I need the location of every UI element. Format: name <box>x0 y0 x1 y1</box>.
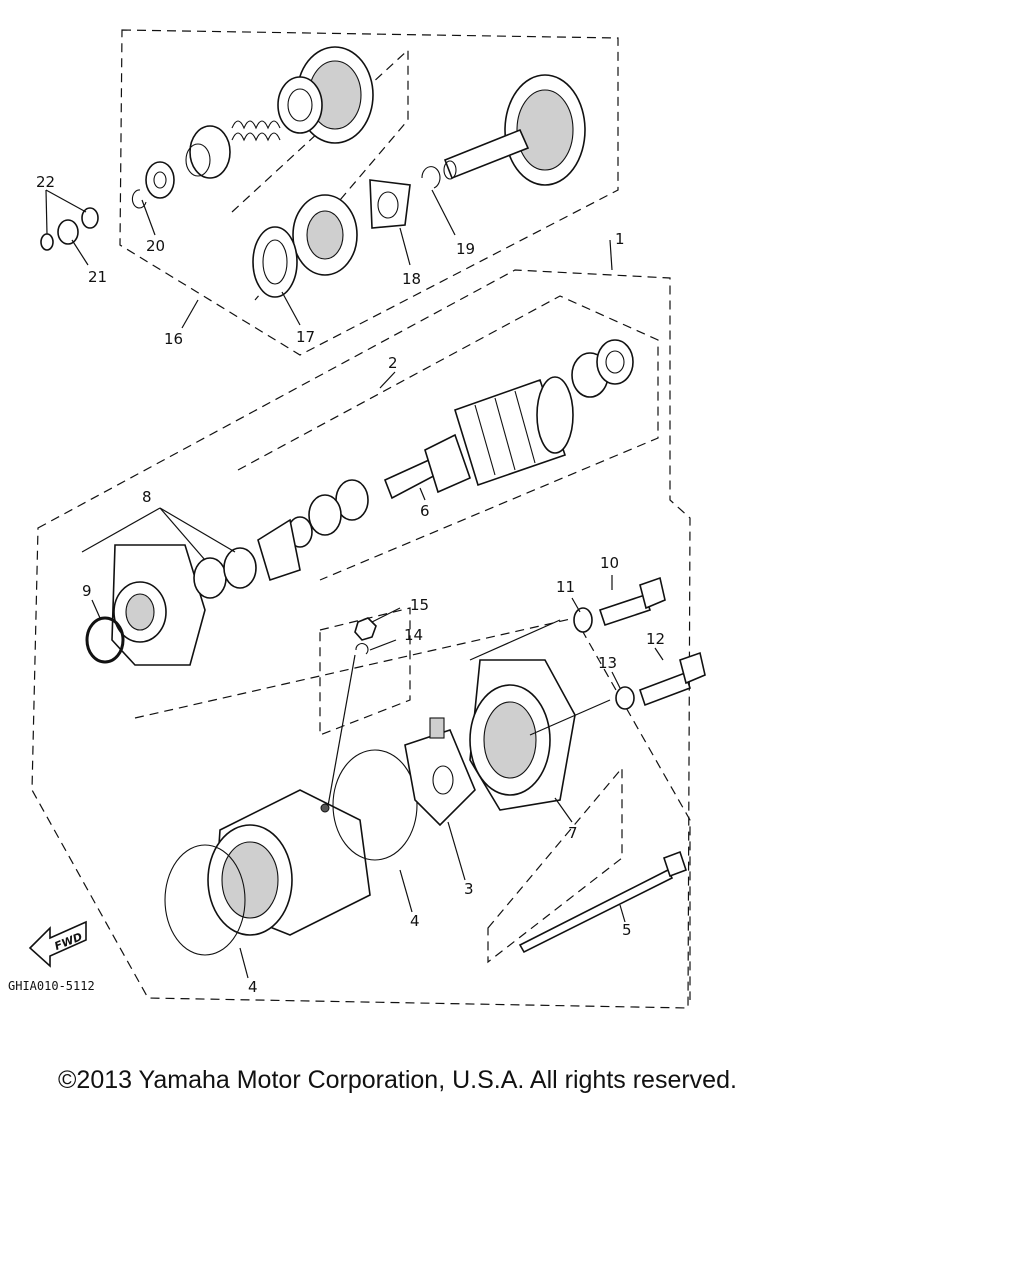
callout-16: 16 <box>164 330 183 348</box>
fwd-arrow-icon: FWD <box>28 920 87 968</box>
callout-8: 8 <box>142 488 152 506</box>
callout-13: 13 <box>598 654 617 672</box>
group-outline-1 <box>31 269 691 1009</box>
callout-2: 2 <box>388 354 398 372</box>
ring-gear <box>292 194 358 276</box>
callout-17: 17 <box>296 328 315 346</box>
callout-4-rear: 4 <box>410 912 420 930</box>
spring <box>231 120 281 142</box>
callout-7: 7 <box>568 824 578 842</box>
washer-11 <box>573 607 593 633</box>
callout-3: 3 <box>464 880 474 898</box>
pinion-gear <box>277 46 374 144</box>
fwd-label: FWD <box>53 930 85 953</box>
callout-14: 14 <box>404 626 423 644</box>
callout-6: 6 <box>420 502 430 520</box>
callout-15: 15 <box>410 596 429 614</box>
yoke <box>207 789 371 936</box>
brush-holder <box>404 717 476 827</box>
group-outline-16 <box>119 29 619 356</box>
o-ring-4-front <box>164 844 246 956</box>
exploded-parts-diagram: 1 2 3 4 4 5 6 7 8 9 10 11 12 13 14 15 16… <box>8 29 706 1009</box>
washer-14 <box>355 643 369 655</box>
callout-10: 10 <box>600 554 619 572</box>
bolt-10 <box>598 576 666 627</box>
diagram-reference-code: GHIA010-5112 <box>8 979 95 993</box>
callout-9: 9 <box>82 582 92 600</box>
drive-collar <box>185 125 231 179</box>
armature <box>383 376 574 500</box>
o-ring-9 <box>85 616 125 664</box>
callout-4-front: 4 <box>248 978 258 996</box>
callout-5: 5 <box>622 921 632 939</box>
washer-13 <box>615 686 635 710</box>
bearing-plate-18 <box>369 179 411 229</box>
callout-11: 11 <box>556 578 575 596</box>
group-outline-14 <box>319 607 411 736</box>
washers-armature-rear <box>571 339 634 398</box>
nut-spring-washer-21-22 <box>40 207 99 251</box>
leader-lines <box>45 189 664 979</box>
o-ring-4-rear <box>332 749 418 861</box>
callout-21: 21 <box>88 268 107 286</box>
group-outline-inner <box>134 617 691 1000</box>
callout-18: 18 <box>402 270 421 288</box>
thrust-washer-17 <box>252 226 298 298</box>
nut-15 <box>354 617 377 641</box>
group-outline-5 <box>487 766 623 964</box>
front-cover <box>111 544 257 666</box>
callout-19: 19 <box>456 240 475 258</box>
through-bolt-5 <box>518 850 688 954</box>
washer-20 <box>145 161 175 199</box>
callout-20: 20 <box>146 237 165 255</box>
callout-12: 12 <box>646 630 665 648</box>
washers-armature-front <box>257 479 369 582</box>
callout-labels: 1 2 3 4 4 5 6 7 8 9 10 11 12 13 14 15 16… <box>36 173 665 996</box>
rear-cover <box>469 659 576 811</box>
copyright-notice: ©2013 Yamaha Motor Corporation, U.S.A. A… <box>58 1066 737 1094</box>
callout-1: 1 <box>615 230 625 248</box>
planetary-gear-shaft <box>443 74 586 186</box>
circlip-19 <box>421 166 441 189</box>
callout-22: 22 <box>36 173 55 191</box>
bolt-12 <box>638 651 706 707</box>
group-outline-2 <box>237 295 659 581</box>
